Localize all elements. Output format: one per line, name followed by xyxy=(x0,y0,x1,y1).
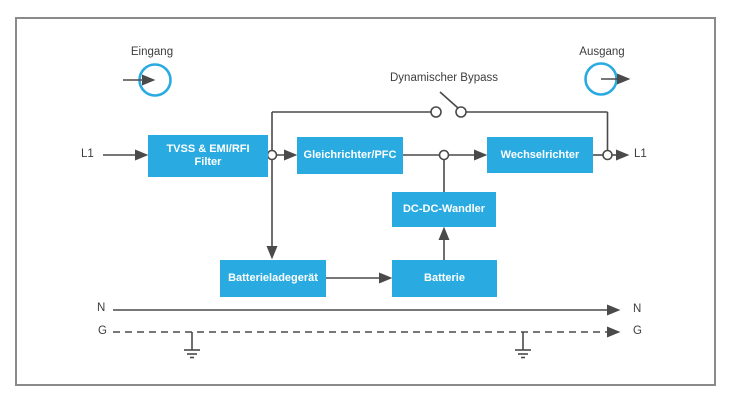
junction-node xyxy=(438,149,450,161)
input-terminal-icon xyxy=(123,63,172,97)
battery-path xyxy=(266,160,450,284)
neutral-right-label: N xyxy=(633,303,642,315)
box-battery-charger: Batterieladegerät xyxy=(220,260,326,297)
box-battery: Batterie xyxy=(392,260,497,297)
box-dc-dc-converter: DC-DC-Wandler xyxy=(392,192,496,227)
l1-input-label: L1 xyxy=(81,148,94,160)
output-terminal-icon xyxy=(584,62,631,96)
bypass-label: Dynamischer Bypass xyxy=(389,72,499,84)
ground-icon xyxy=(515,332,531,359)
box-inverter: Wechselrichter xyxy=(487,137,593,173)
l1-output-label: L1 xyxy=(634,148,647,160)
diagram-border xyxy=(15,17,716,386)
junction-node xyxy=(602,149,613,161)
bypass-path xyxy=(271,111,609,151)
bypass-switch-icon xyxy=(430,91,467,118)
ground-right-label: G xyxy=(633,325,642,337)
ground-left-label: G xyxy=(98,325,107,337)
box-tvss-emi-rfi-filter: TVSS & EMI/RFI Filter xyxy=(148,135,268,177)
neutral-left-label: N xyxy=(97,302,106,314)
output-label: Ausgang xyxy=(579,46,625,58)
input-label: Eingang xyxy=(130,46,174,58)
junction-node xyxy=(266,149,278,161)
box-rectifier-pfc: Gleichrichter/PFC xyxy=(297,137,403,174)
ground-icon xyxy=(184,332,200,359)
